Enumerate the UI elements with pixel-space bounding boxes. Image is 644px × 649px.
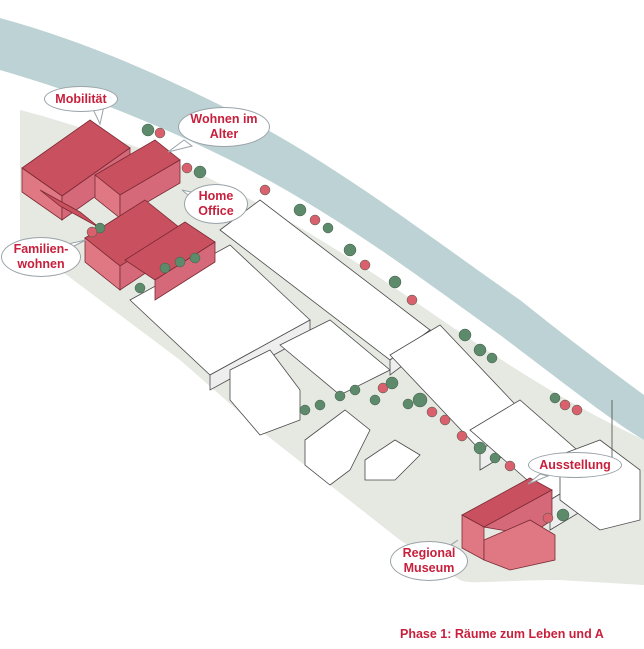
label-familienwohnen: Familien- wohnen: [1, 237, 81, 277]
river: [0, 18, 644, 440]
residential-blocks: [21, 119, 556, 571]
label-mobilitaet: Mobilität: [44, 86, 118, 112]
label-ausstellung: Ausstellung: [528, 452, 622, 478]
label-wohnen-im-alter: Wohnen im Alter: [178, 107, 270, 147]
label-home-office: Home Office: [184, 184, 248, 224]
trees: [86, 123, 583, 524]
label-regional-museum: Regional Museum: [390, 541, 468, 581]
phase-caption: Phase 1: Räume zum Leben und A: [400, 627, 604, 641]
